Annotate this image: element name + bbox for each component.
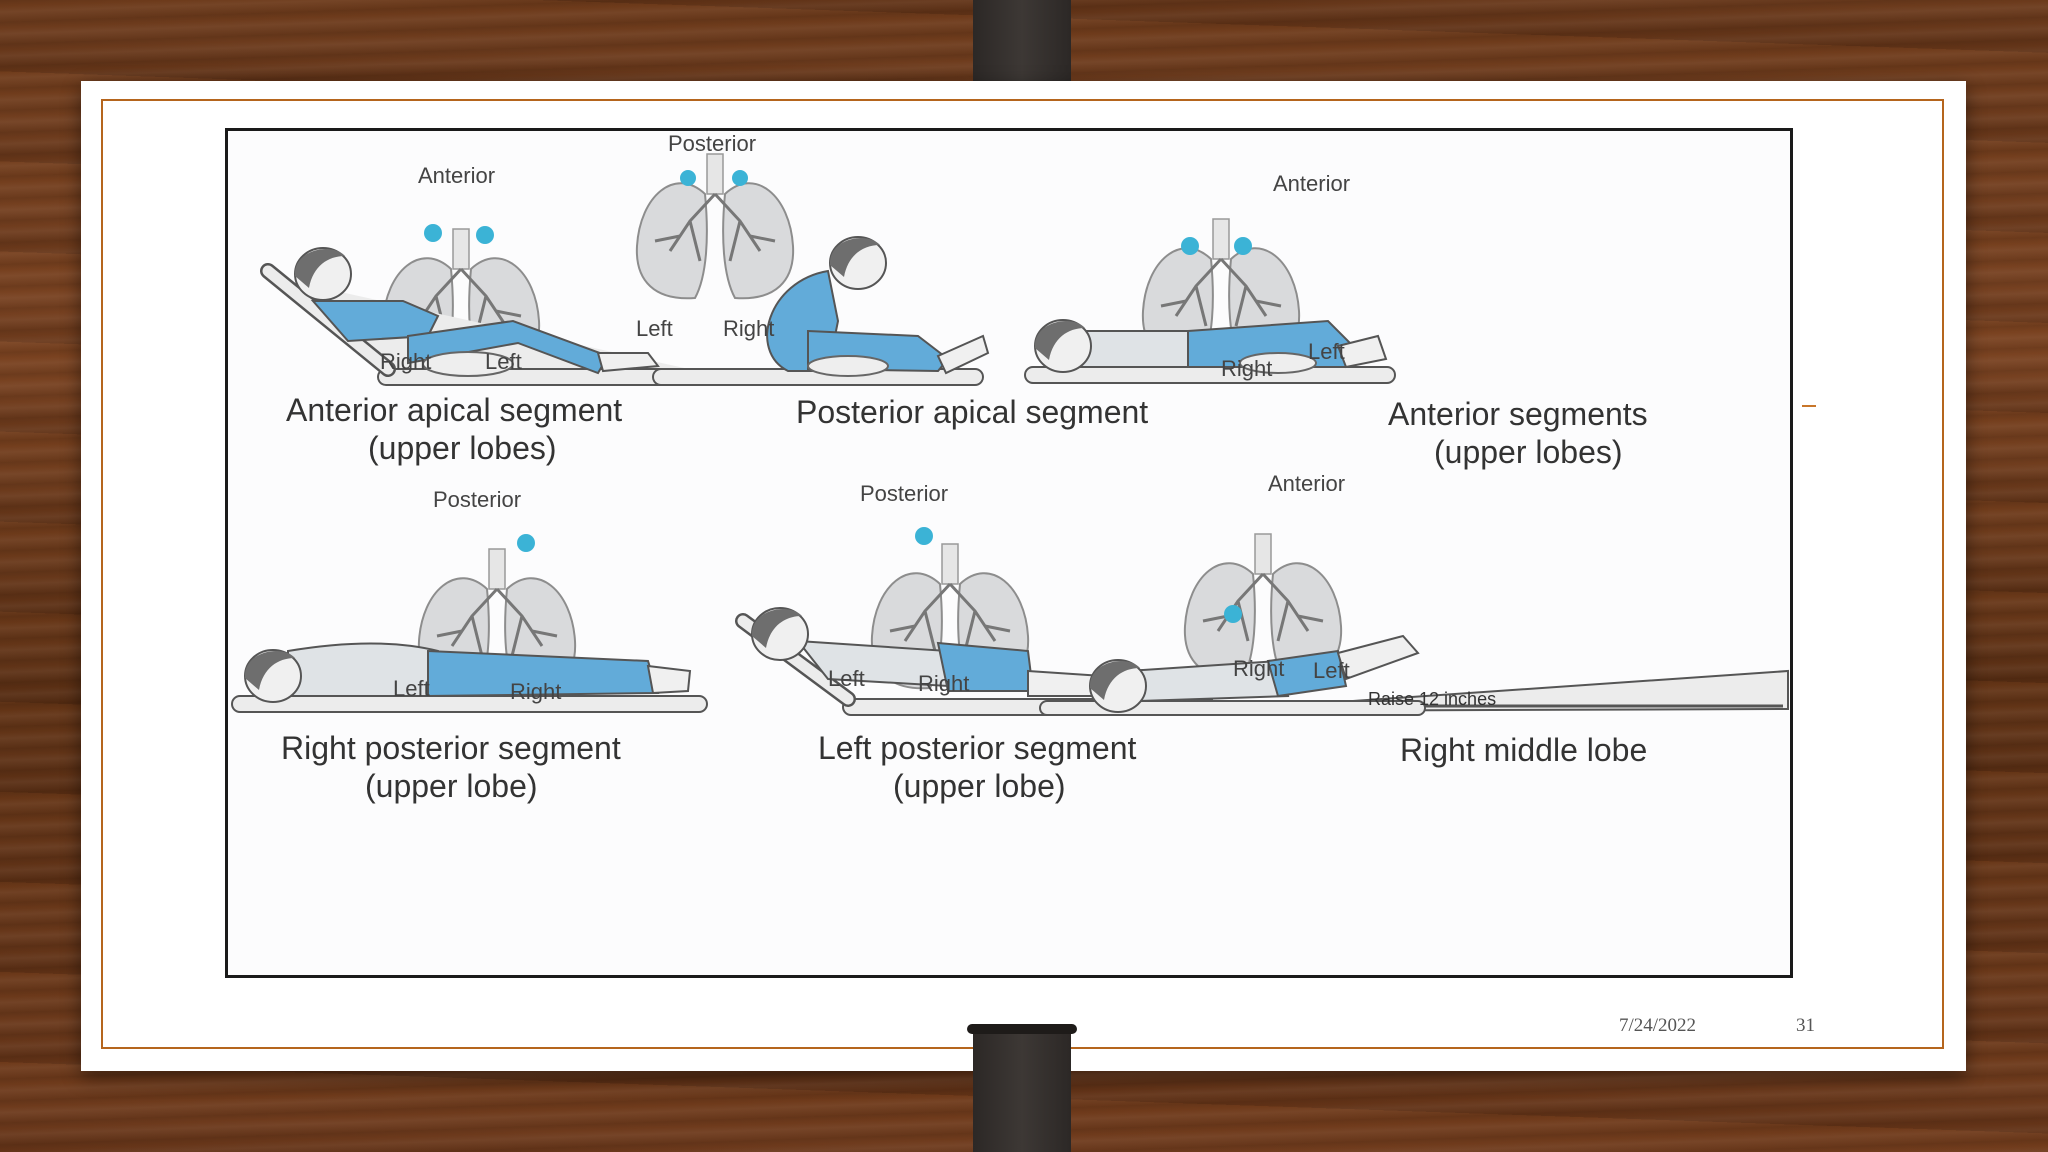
caption-line1: Right middle lobe <box>1400 732 1648 768</box>
patient-head-icon <box>828 236 887 290</box>
raise-note: Raise 12 inches <box>1368 689 1497 709</box>
position-right-middle-lobe <box>1039 532 1789 716</box>
caption-line1: Right posterior segment <box>281 730 621 766</box>
view-label: Posterior <box>433 487 522 512</box>
caption-line2: (upper lobes) <box>1434 434 1623 470</box>
patient-head-icon <box>1033 319 1092 373</box>
caption-line1: Anterior segments <box>1388 396 1648 432</box>
view-label: Posterior <box>860 481 949 506</box>
lungs-icon <box>635 152 795 300</box>
view-label: Posterior <box>668 131 757 156</box>
caption-line1: Left posterior segment <box>818 730 1137 766</box>
side-label-b: Left <box>1313 658 1350 683</box>
side-label-b: Right <box>723 316 775 341</box>
position-anterior-apical <box>260 224 709 386</box>
position-posterior-apical <box>635 152 990 386</box>
position-right-posterior <box>231 534 708 713</box>
view-label: Anterior <box>1273 171 1351 196</box>
side-label-b: Left <box>485 349 522 374</box>
side-label-a: Right <box>1233 656 1285 681</box>
side-label-b: Right <box>510 679 562 704</box>
figure-drawing <box>231 152 1789 716</box>
patient-head-icon <box>1088 659 1147 713</box>
position-anterior-segments <box>1024 217 1396 384</box>
view-label: Anterior <box>1268 471 1346 496</box>
caption-line2: (upper lobes) <box>368 430 557 466</box>
binder-clip-bottom <box>967 1024 1077 1152</box>
side-label-a: Right <box>380 349 432 374</box>
postural-drainage-figure: Anterior Right Left Anterior apical segm… <box>225 128 1793 978</box>
caption-line1: Anterior apical segment <box>286 392 623 428</box>
slide-date: 7/24/2022 <box>1619 1015 1697 1036</box>
patient-head-icon <box>243 649 302 703</box>
side-label-a: Left <box>393 676 430 701</box>
side-label-b: Left <box>1308 339 1345 364</box>
side-label-a: Left <box>828 666 865 691</box>
side-label-a: Right <box>1221 356 1273 381</box>
patient-head-icon <box>293 247 352 301</box>
accent-dash <box>1802 405 1816 407</box>
slide-number: 31 <box>1796 1015 1815 1036</box>
side-label-a: Left <box>636 316 673 341</box>
side-label-b: Right <box>918 671 970 696</box>
caption-line2: (upper lobe) <box>365 768 538 804</box>
patient-head-icon <box>750 607 809 661</box>
caption-line2: (upper lobe) <box>893 768 1066 804</box>
caption-line1: Posterior apical segment <box>796 394 1149 430</box>
view-label: Anterior <box>418 163 496 188</box>
